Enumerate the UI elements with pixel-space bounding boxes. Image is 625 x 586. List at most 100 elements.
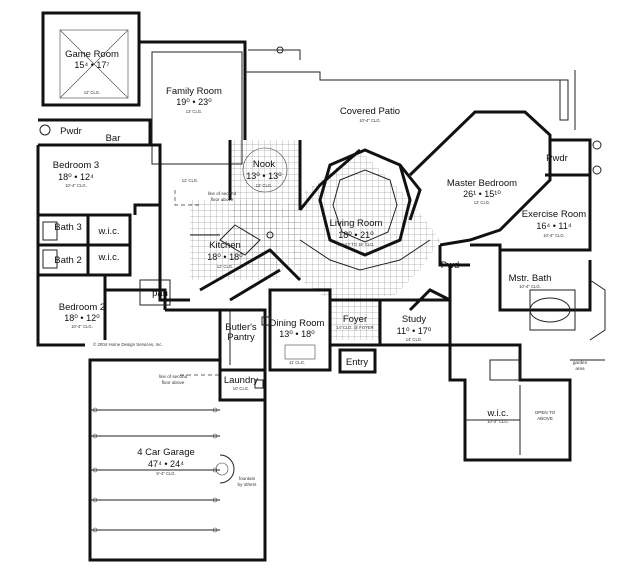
living-room-ceiling: VAULT TO 16' CLG. — [337, 242, 374, 247]
covered-patio-walls — [245, 49, 576, 130]
study-dims: 11⁰ • 17⁰ — [397, 326, 432, 336]
kitchen-ceiling: 12' CLG. — [217, 264, 233, 269]
garage-dims: 47⁴ • 24⁴ — [148, 459, 184, 469]
master-wic-walls — [448, 343, 605, 462]
garden-area-note: garden area — [573, 360, 588, 371]
bath-3-label: Bath 3 — [54, 222, 81, 233]
master-wic-name: w.i.c. — [486, 408, 508, 419]
mstr-bath-ceiling: 10'-4" CLG. — [519, 284, 541, 289]
foyer-ceiling: 14' CLG. @ FOYER — [336, 325, 373, 330]
nook-name: Nook — [253, 159, 275, 170]
covered-patio-name: Covered Patio — [340, 106, 400, 117]
game-room-walls — [41, 11, 141, 107]
fixtures — [39, 46, 602, 389]
game-room-dims: 15⁴ • 17⁷ — [74, 60, 109, 70]
pan-label: pan — [152, 288, 168, 299]
svg-text:floor above: floor above — [162, 380, 185, 385]
foyer-label: Foyer 14' CLG. @ FOYER — [336, 314, 373, 330]
dining-room-label: Dining Room 13⁰ • 18⁰ 11' CLG. — [270, 318, 325, 365]
open-to-above-note: OPEN TO ABOVE — [535, 410, 556, 421]
dining-room-name: Dining Room — [270, 318, 325, 329]
nook-dims: 13⁰ • 13⁰ — [246, 171, 282, 181]
butlers-pantry-name-1: Butler's — [225, 322, 257, 333]
svg-text:line of second: line of second — [208, 191, 237, 196]
master-bedroom-label: Master Bedroom 26¹ • 15¹⁰ 12' CLG. — [447, 178, 517, 205]
bath-2-label: Bath 2 — [54, 255, 81, 266]
master-wic-label: w.i.c. 10'-4" CLG. — [486, 408, 508, 424]
master-bedroom-ceiling: 12' CLG. — [474, 200, 490, 205]
dining-room-ceiling: 11' CLG. — [289, 360, 305, 365]
kitchen-label: Kitchen 18⁰ • 18⁰ 12' CLG. — [207, 240, 243, 269]
living-room-name: Living Room — [330, 218, 383, 229]
wic-1-label: w.i.c. — [97, 226, 119, 237]
pwd-label: Pwd — [441, 260, 459, 271]
svg-text:by others: by others — [238, 482, 258, 487]
game-room-name: Game Room — [65, 49, 119, 60]
exercise-room-dims: 16⁴ • 11⁴ — [536, 221, 571, 231]
svg-text:floor above: floor above — [211, 197, 234, 202]
nook-label: Nook 13⁰ • 13⁰ 12' CLG. — [246, 159, 282, 188]
family-room-name: Family Room — [166, 86, 222, 97]
garage-walls — [88, 358, 267, 562]
svg-text:area: area — [575, 366, 585, 371]
bedroom-2-dims: 18⁰ • 12⁰ — [64, 313, 100, 323]
wic-2-label: w.i.c. — [97, 252, 119, 263]
svg-text:garden: garden — [573, 360, 588, 365]
kitchen-walls — [158, 140, 302, 302]
garage-doors — [90, 407, 220, 533]
family-room-dims: 19⁰ • 23⁰ — [176, 97, 212, 107]
bedroom-2-ceiling: 10'-4" CLG. — [71, 324, 93, 329]
svg-text:fountain: fountain — [239, 476, 256, 481]
living-room-label: Living Room 18⁰ • 21⁰ VAULT TO 16' CLG. — [330, 218, 383, 247]
west-wing-walls — [36, 118, 171, 347]
living-room-walls — [298, 148, 431, 271]
study-name: Study — [402, 314, 427, 325]
second-floor-note-2: line of second floor above — [159, 374, 188, 385]
game-room-label: Game Room 15⁴ • 17⁷ 12' CLG. — [65, 49, 119, 95]
master-wic-ceiling: 10'-4" CLG. — [487, 419, 509, 424]
bedroom-3-name: Bedroom 3 — [53, 160, 99, 171]
bedroom-3-label: Bedroom 3 18⁰ • 12⁴ 10'-4" CLG. — [53, 160, 99, 188]
kitchen-dims: 18⁰ • 18⁰ — [207, 252, 243, 262]
butlers-pantry-label: Butler's Pantry — [225, 322, 257, 343]
family-room-ceiling: 13' CLG. — [186, 109, 202, 114]
exercise-room-ceiling: 10'-4" CLG. — [543, 233, 565, 238]
tile-floors — [190, 140, 440, 340]
covered-patio-ceiling: 10'-4" CLG. — [359, 118, 381, 123]
copyright-notice: © 2004 Home Design Services, Inc. — [93, 342, 163, 347]
study-ceiling: 14' CLG. — [406, 337, 422, 342]
laundry-label: Laundry 10' CLG. — [224, 375, 259, 391]
exercise-room-label: Exercise Room 16⁴ • 11⁴ 10'-4" CLG. — [522, 209, 586, 238]
entry-label: Entry — [346, 357, 368, 368]
master-bedroom-dims: 26¹ • 15¹⁰ — [463, 189, 501, 199]
family-room-vault-note: 12' CLG. — [182, 178, 198, 183]
bar-label: Bar — [106, 133, 121, 144]
bedroom-2-label: Bedroom 2 18⁰ • 12⁰ 10'-4" CLG. — [59, 302, 105, 329]
foyer-name: Foyer — [343, 314, 367, 325]
garage-name: 4 Car Garage — [137, 447, 195, 458]
garage-ceiling: 9'-4" CLG. — [156, 471, 175, 476]
second-floor-note-1: line of second floor above — [208, 191, 237, 202]
master-suite-walls — [408, 110, 606, 345]
mstr-bath-label: Mstr. Bath 10'-4" CLG. — [509, 273, 552, 289]
second-floor-lines — [174, 190, 222, 376]
laundry-ceiling: 10' CLG. — [233, 386, 249, 391]
nook-ceiling: 12' CLG. — [256, 183, 272, 188]
game-room-ceiling: 12' CLG. — [84, 90, 100, 95]
pwdr-west-label: Pwdr — [60, 126, 82, 137]
svg-text:OPEN TO: OPEN TO — [535, 410, 556, 415]
study-label: Study 11⁰ • 17⁰ 14' CLG. — [397, 314, 432, 342]
butlers-pantry-name-2: Pantry — [227, 332, 255, 343]
family-room-label: Family Room 19⁰ • 23⁰ 13' CLG. — [166, 86, 222, 114]
bedroom-2-name: Bedroom 2 — [59, 302, 105, 313]
dining-room-dims: 13⁰ • 18⁰ — [279, 329, 315, 339]
kitchen-name: Kitchen — [209, 240, 241, 251]
master-bedroom-name: Master Bedroom — [447, 178, 517, 189]
bedroom-3-dims: 18⁰ • 12⁴ — [58, 172, 94, 182]
svg-text:line of second: line of second — [159, 374, 188, 379]
bedroom-3-ceiling: 10'-4" CLG. — [65, 183, 87, 188]
pwdr-east-label: Pwdr — [546, 153, 568, 164]
exercise-room-name: Exercise Room — [522, 209, 586, 220]
covered-patio-label: Covered Patio 10'-4" CLG. — [340, 106, 400, 123]
